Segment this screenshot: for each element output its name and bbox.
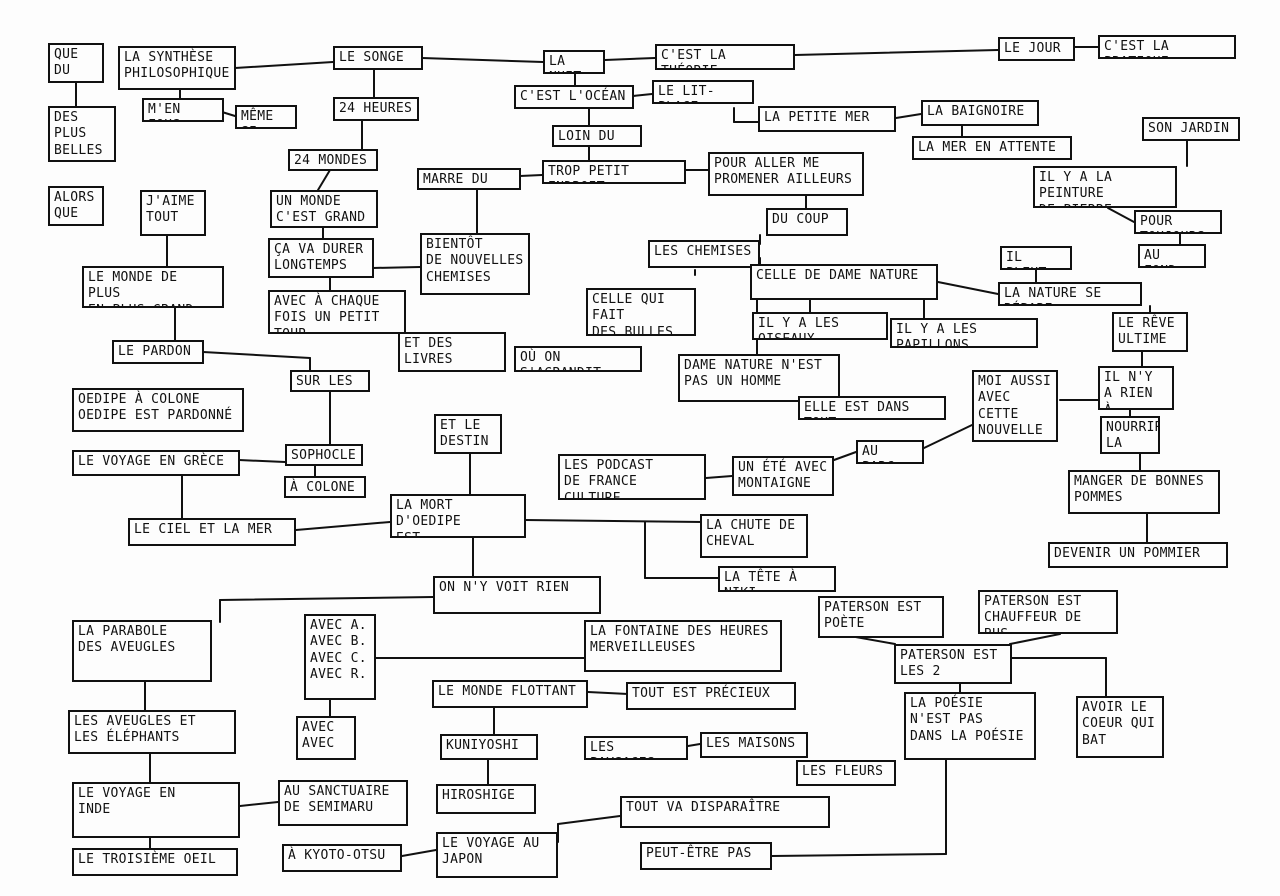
- node-24-heures: 24 heures: [333, 97, 419, 121]
- node-le-songe: Le songe: [333, 46, 423, 70]
- node-il-y-a-les-oiseaux: Il y a les oiseaux: [752, 312, 888, 340]
- node-avec-avec: Avec avec: [296, 716, 356, 760]
- node-bientot-nouvelles-chemises: Bientôt de nouvelles chemises: [420, 233, 530, 295]
- node-la-mer-en-attente: La mer en attente: [912, 136, 1072, 160]
- node-les-fleurs: Les fleurs: [796, 760, 896, 786]
- node-la-chute-de-cheval: La chute de cheval: [700, 514, 808, 558]
- node-les-podcast-france-culture: Les podcast de France Culture: [558, 454, 706, 500]
- node-il-ny-a-rien-a-vendre: Il n'y a rien à vendre: [1098, 366, 1174, 410]
- node-et-le-destin: Et le destin: [434, 414, 502, 454]
- node-au-fond: Au fond: [1138, 244, 1206, 268]
- node-hiroshige: Hiroshige: [436, 784, 536, 814]
- node-tout-va-disparaitre: Tout va disparaître: [620, 796, 830, 828]
- node-un-monde-cest-grand: Un monde c'est grand: [270, 190, 378, 228]
- node-nourrir-la-vie: Nourrir la vie: [1100, 416, 1160, 454]
- node-celle-de-dame-nature: Celle de dame nature: [750, 264, 938, 300]
- node-le-troisieme-oeil: Le troisième oeil: [72, 848, 238, 876]
- node-la-nuit: La nuit: [543, 50, 605, 74]
- node-cest-locean: C'est l'océan: [514, 85, 634, 109]
- node-le-monde-flottant: Le monde flottant: [432, 680, 588, 708]
- node-des-plus-belles-heures: Des plus belles heures: [48, 106, 116, 162]
- node-du-coup: Du coup: [766, 208, 848, 236]
- node-avec-a-chaque-fois: Avec à chaque fois un petit tour: [268, 290, 406, 334]
- node-ou-on-sagrandit: Où on s'agrandit: [514, 346, 642, 372]
- node-la-mort-doedipe: La mort d'Oedipe est surnaturelle: [390, 494, 526, 538]
- node-sophocle: Sophocle: [285, 444, 363, 466]
- node-il-pleut: Il pleut: [1000, 246, 1072, 270]
- node-dame-nature-nest-pas-un-homme: Dame nature n'est pas un homme: [678, 354, 840, 402]
- node-trop-petit-endroit: Trop petit endroit: [542, 160, 686, 184]
- node-peut-etre-pas: Peut-être pas: [640, 842, 772, 870]
- node-et-des-livres-dheures: Et des livres d'heures: [398, 332, 506, 372]
- node-au-parc: Au parc: [856, 440, 924, 464]
- node-un-ete-avec-montaigne: Un été avec Montaigne: [732, 456, 834, 496]
- node-les-chemises: Les chemises: [648, 240, 760, 268]
- node-au-sanctuaire-de-semimaru: Au sanctuaire de Semimaru: [278, 780, 408, 826]
- node-avec-a-b-c-r: Avec A. Avec B. Avec C. Avec R.: [304, 614, 376, 700]
- node-la-parabole-des-aveugles: La parabole des aveugles: [72, 620, 212, 682]
- node-jaime-tout: J'aime tout: [140, 190, 206, 236]
- node-le-ciel-et-la-mer: Le ciel et la mer: [128, 518, 296, 546]
- node-manger-de-bonnes-pommes: Manger de bonnes pommes: [1068, 470, 1220, 514]
- node-son-jardin: Son jardin: [1142, 117, 1240, 141]
- node-la-fontaine-des-heures: La fontaine des heures merveilleuses: [584, 620, 782, 672]
- node-les-aveugles-et-les-elephants: Les aveugles et les éléphants: [68, 710, 236, 754]
- node-loin-du-moi: Loin du moi: [552, 125, 642, 147]
- node-sur-les-pas: Sur les pas: [290, 370, 370, 392]
- node-le-voyage-en-inde: Le voyage en Inde: [72, 782, 240, 838]
- node-on-ny-voit-rien: On n'y voit rien: [433, 576, 601, 614]
- node-la-baignoire: La baignoire: [921, 100, 1039, 126]
- node-le-reve-ultime: Le rêve ultime: [1112, 312, 1188, 352]
- node-le-jour: Le jour: [998, 37, 1075, 61]
- node-paterson-chauffeur-de-bus: Paterson est chauffeur de bus: [978, 590, 1118, 634]
- node-pour-aller-me-promener: Pour aller me promener ailleurs: [708, 152, 864, 196]
- node-men-fous: M'en fous: [142, 98, 224, 122]
- node-elle-est-dans-tout: Elle est dans tout: [798, 396, 946, 420]
- node-la-poesie: La poésie n'est pas dans la poésie: [904, 692, 1036, 760]
- node-le-lit-plage: Le lit-plage: [652, 80, 754, 104]
- node-cest-la-theorie: C'est la théorie: [655, 44, 795, 70]
- node-les-maisons: Les maisons: [700, 732, 808, 758]
- node-cest-la-pratique: C'est la pratique: [1098, 35, 1236, 59]
- node-oedipe-a-colone: Oedipe à Colone Oedipe est pardonné: [72, 388, 244, 432]
- node-le-pardon: Le pardon: [112, 340, 204, 364]
- node-alors-que: Alors que: [48, 186, 104, 226]
- node-la-nature-se-repare: La nature se répare: [998, 282, 1142, 306]
- node-que-du-bon: Que du bon: [48, 43, 104, 83]
- node-le-voyage-au-japon: Le voyage au Japon: [436, 832, 558, 878]
- node-paterson-est-les-2: Paterson est les 2: [894, 644, 1012, 684]
- node-paterson-est-poete: Paterson est poète: [818, 596, 944, 638]
- node-a-kyoto-otsu: À Kyoto-Otsu: [282, 844, 402, 872]
- node-moi-aussi-nouvelle-chemise: Moi aussi avec cette nouvelle chemise: [972, 370, 1058, 442]
- node-la-synthese-philosophique: La synthèse philosophique: [118, 46, 236, 90]
- node-kuniyoshi: Kuniyoshi: [440, 734, 538, 760]
- node-celle-qui-fait-des-bulles: Celle qui fait des bulles: [586, 288, 696, 336]
- node-pour-toujours: Pour toujours: [1134, 210, 1222, 234]
- node-peinture-pierre-bonnard: Il y a la peinture de Pierre Bonnard: [1033, 166, 1177, 208]
- node-le-voyage-en-grece: Le voyage en Grèce: [72, 450, 240, 476]
- node-le-monde-de-plus-en-plus-grand: Le monde de plus en plus grand: [82, 266, 224, 308]
- node-il-y-a-les-papillons: Il y a les papillons: [890, 318, 1038, 348]
- node-la-petite-mer: La petite mer: [758, 106, 896, 132]
- node-24-mondes: 24 mondes: [288, 149, 378, 171]
- node-avoir-le-coeur-qui-bat: Avoir le coeur qui bat: [1076, 696, 1164, 758]
- node-devenir-un-pommier: Devenir un pommier: [1048, 542, 1228, 568]
- node-tout-est-precieux: Tout est précieux: [626, 682, 796, 710]
- node-ca-va-durer-longtemps: Ça va durer longtemps: [268, 238, 374, 278]
- node-a-colone: À Colone: [284, 476, 366, 498]
- node-marre-du-moi: Marre du moi: [417, 168, 521, 190]
- node-la-tete-a-niki: La tête à Niki: [718, 566, 836, 592]
- node-les-paysages: Les paysages: [584, 736, 688, 760]
- node-meme-si: Même si: [235, 105, 297, 129]
